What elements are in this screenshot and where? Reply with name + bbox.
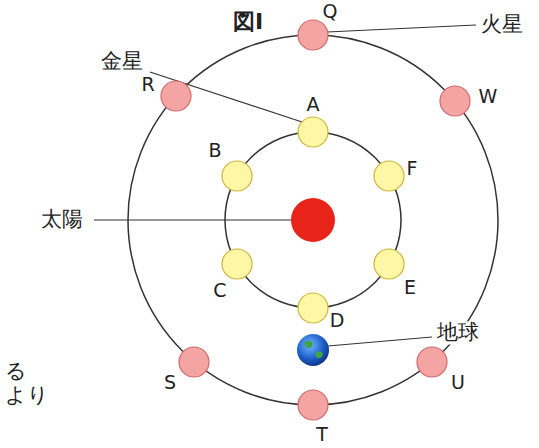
position-letter: D <box>330 310 345 331</box>
sun <box>291 198 335 242</box>
position-letter: R <box>141 74 154 95</box>
position-letter: B <box>208 140 221 161</box>
mars-positions <box>161 20 470 420</box>
position-letter: C <box>213 280 226 301</box>
venus-positions <box>222 117 404 323</box>
body-name: 金星 <box>99 50 145 73</box>
position-letter: E <box>404 277 416 298</box>
body-name: より <box>3 384 51 407</box>
leader-line <box>150 72 302 122</box>
leader-line <box>328 337 432 346</box>
leader-line <box>327 25 476 32</box>
figure-title: 図Ⅰ <box>233 10 263 34</box>
position-letter: F <box>407 158 418 179</box>
body-name: る <box>3 360 29 383</box>
position-letter: T <box>316 424 328 445</box>
position-letter: Q <box>323 1 338 22</box>
position-letter: S <box>164 372 176 393</box>
position-letter: U <box>451 372 465 393</box>
position-letter: W <box>479 86 498 107</box>
leader-line <box>94 219 291 220</box>
body-name: 太陽 <box>39 208 85 231</box>
body-name: 地球 <box>435 321 481 344</box>
body-name: 火星 <box>479 13 525 36</box>
earth <box>297 334 329 366</box>
position-letter: A <box>307 94 320 115</box>
